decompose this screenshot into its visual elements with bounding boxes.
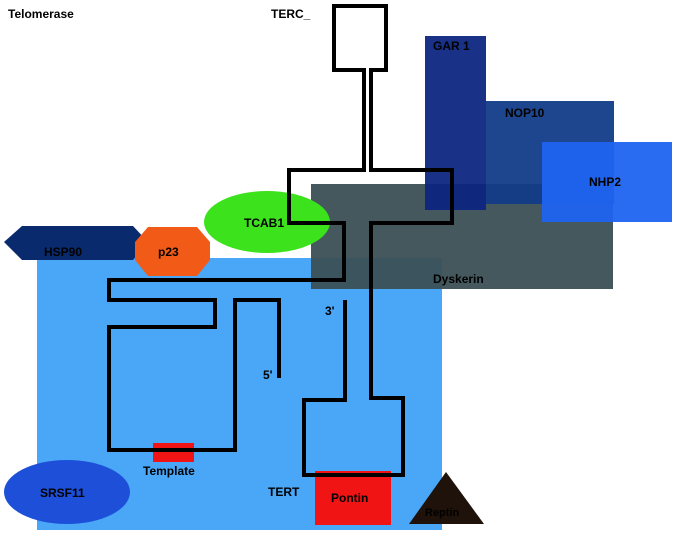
- nop10-label: NOP10: [505, 106, 545, 120]
- three-prime-label: 3': [325, 304, 335, 318]
- nhp2-block: [542, 142, 672, 222]
- reptin-shape: [409, 472, 484, 524]
- dyskerin-label: Dyskerin: [433, 272, 484, 286]
- srsf11-label: SRSF11: [40, 486, 85, 500]
- terc-label: TERC_: [271, 7, 311, 21]
- hsp90-label: HSP90: [44, 245, 82, 259]
- diagram-title: Telomerase: [8, 7, 74, 21]
- terc-rna-strand: [107, 4, 454, 477]
- p23-label: p23: [158, 245, 179, 259]
- tcab1-shape: [204, 191, 330, 253]
- reptin-label: Reptin: [425, 507, 460, 519]
- tcab1-label: TCAB1: [244, 216, 284, 230]
- template-marker: [153, 443, 194, 462]
- tert-label: TERT: [268, 485, 300, 499]
- hsp90-shape: [4, 226, 148, 260]
- gar1-block: [425, 36, 486, 210]
- pontin-label: Pontin: [331, 491, 368, 505]
- five-prime-label: 5': [263, 368, 273, 382]
- template-label: Template: [143, 464, 195, 478]
- p23-shape: [135, 227, 210, 276]
- srsf11-shape: [4, 460, 130, 524]
- gar1-label: GAR 1: [433, 39, 470, 53]
- nhp2-label: NHP2: [589, 175, 621, 189]
- pontin-block: [315, 471, 391, 525]
